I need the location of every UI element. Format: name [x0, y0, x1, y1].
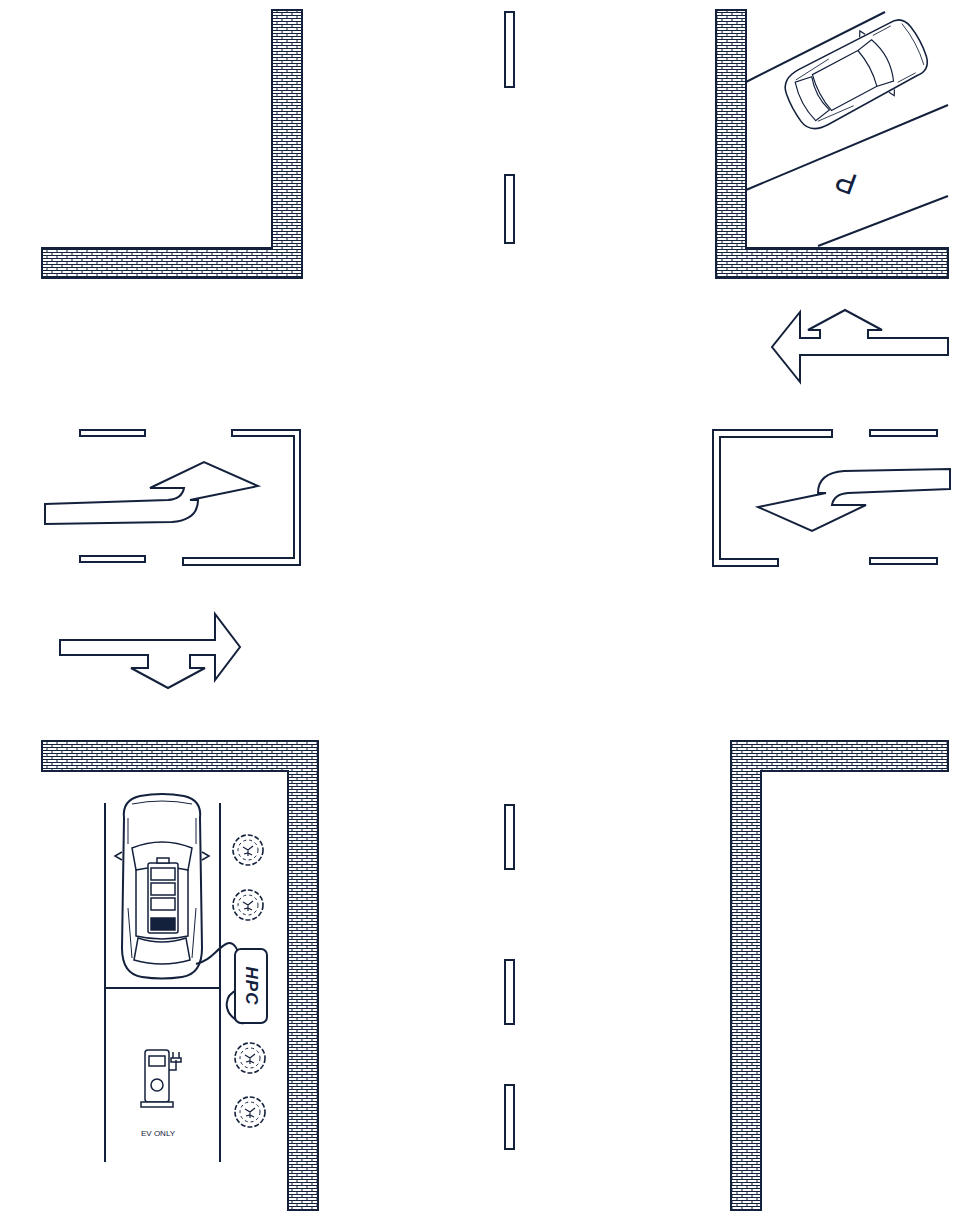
charger-box: HPC [234, 948, 268, 1024]
ev-only-sign: EV ONLY [141, 1130, 175, 1138]
parking-mark: P [831, 164, 860, 199]
charger-label: HPC [241, 967, 261, 1006]
